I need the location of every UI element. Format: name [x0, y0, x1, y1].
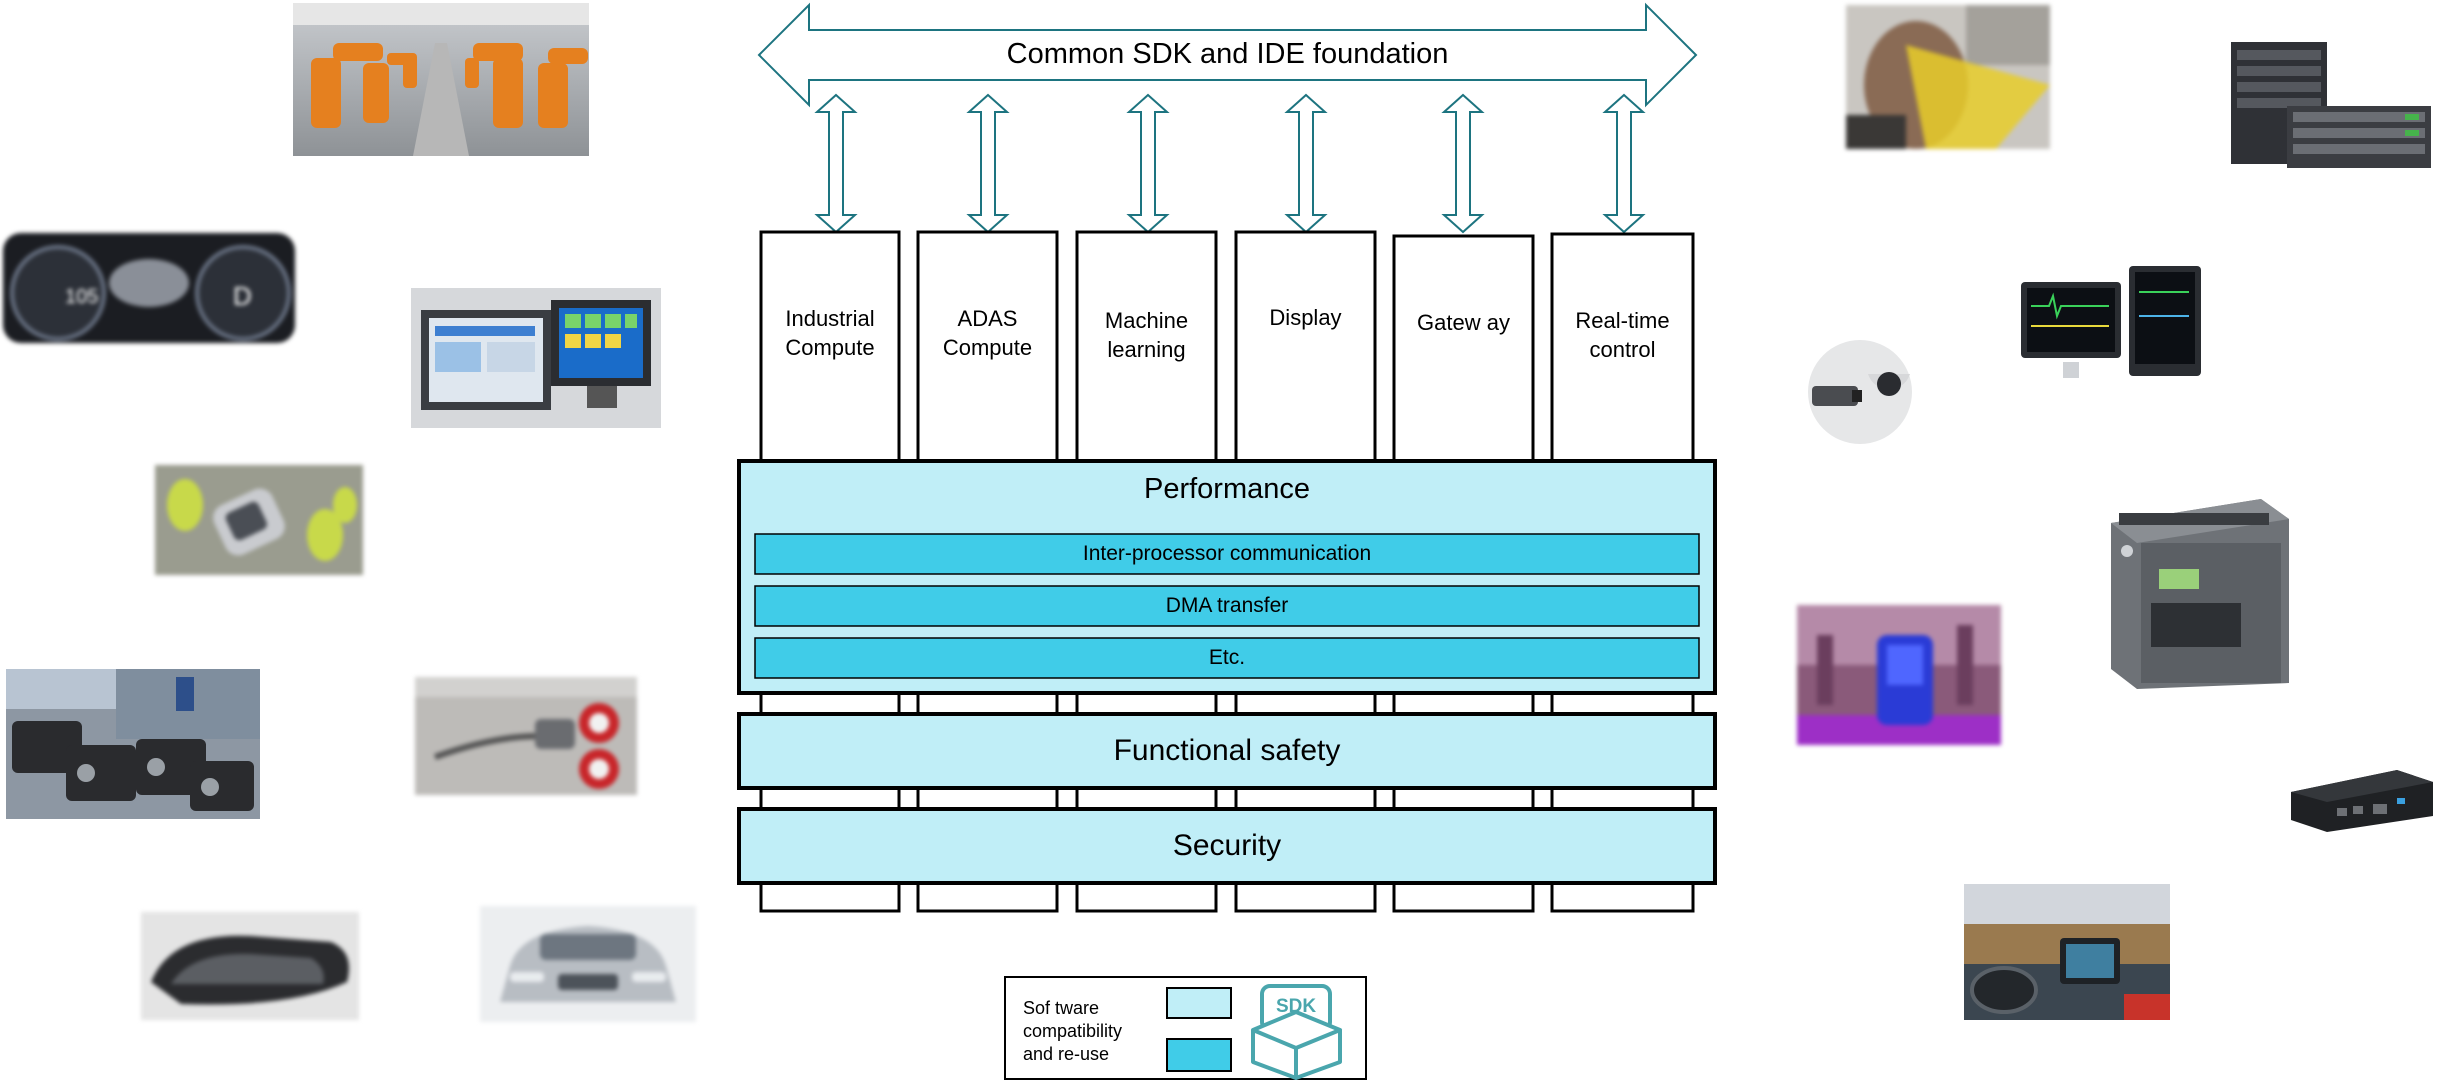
column-label-line: control [1589, 337, 1656, 362]
legend-light-swatch [1166, 987, 1232, 1019]
legend-dark-swatch [1166, 1038, 1232, 1072]
svg-text:105: 105 [65, 286, 98, 308]
svg-text:D: D [233, 281, 252, 311]
legend-line: compatibility [1023, 1021, 1123, 1041]
photo-driver-monitoring [1846, 5, 2050, 149]
column-label-display: Display [1236, 303, 1375, 332]
legend-line: Sof tware [1023, 998, 1100, 1018]
sdk-box-icon [1251, 984, 1342, 1080]
photo-security-cameras [1806, 340, 1914, 444]
legend-text: Sof tware compatibility and re-use [1023, 997, 1163, 1066]
photo-rack-servers [2225, 38, 2435, 173]
sdk-banner-arrow [757, 2, 1698, 108]
photo-robot-assembly-line [293, 3, 589, 156]
etc-bar [754, 637, 1700, 679]
photo-servo-motors [6, 669, 260, 819]
column-label-industrial-compute: Industrial Compute [761, 304, 899, 362]
photo-digital-side-mirror [141, 912, 359, 1020]
column-label-line: Display [1269, 305, 1342, 330]
etc-label: Etc. [1208, 646, 1246, 669]
column-label-line: Compute [785, 335, 875, 360]
arrow-adas-compute [966, 93, 1010, 234]
column-label-line: Compute [942, 335, 1033, 360]
security-block [737, 807, 1717, 885]
column-label-line: learning [1107, 337, 1186, 362]
sdk-icon-label: SDK [1275, 996, 1317, 1017]
photo-patient-monitors [2019, 266, 2203, 384]
arrow-gateway [1441, 93, 1485, 234]
photo-parking-assist [155, 465, 363, 575]
arrow-machine-learning [1126, 93, 1170, 234]
column-label-line: Industrial [785, 306, 875, 331]
dma-bar [754, 585, 1700, 627]
column-label-line: Machine [1104, 308, 1189, 333]
performance-title: Performance [1143, 473, 1310, 505]
photo-car-front [480, 906, 696, 1022]
ipc-bar [754, 533, 1700, 575]
functional-safety-block [737, 712, 1717, 790]
security-label: Security [1172, 829, 1282, 862]
ipc-label: Inter-processor communication [1082, 542, 1372, 565]
photo-plc-module [2101, 493, 2291, 693]
photo-ev-charging [415, 677, 637, 795]
column-label-machine-learning: Machine learning [1077, 306, 1216, 364]
column-label-line: Gatew ay [1417, 310, 1510, 335]
column-arrows [814, 93, 1646, 234]
legend-line: and re-use [1023, 1044, 1110, 1064]
photo-instrument-cluster: 105 D [3, 233, 295, 343]
photo-human-detection [1797, 605, 2001, 745]
column-label-line: ADAS [957, 306, 1018, 331]
column-label-adas-compute: ADAS Compute [918, 304, 1057, 362]
column-label-gateway: Gatew ay [1394, 308, 1533, 337]
sdk-banner-label: Common SDK and IDE foundation [1006, 38, 1449, 70]
arrow-display [1284, 93, 1328, 234]
photo-marine-display [1964, 884, 2170, 1020]
column-label-realtime-control: Real-time control [1552, 306, 1693, 364]
arrow-industrial-compute [814, 93, 858, 234]
photo-mini-gateway-pc [2287, 762, 2437, 836]
functional-safety-label: Functional safety [1113, 734, 1341, 767]
column-label-line: Real-time [1575, 308, 1670, 333]
dma-label: DMA transfer [1165, 594, 1289, 617]
photo-touch-panel-pcs [411, 288, 661, 428]
arrow-realtime-control [1602, 93, 1646, 234]
